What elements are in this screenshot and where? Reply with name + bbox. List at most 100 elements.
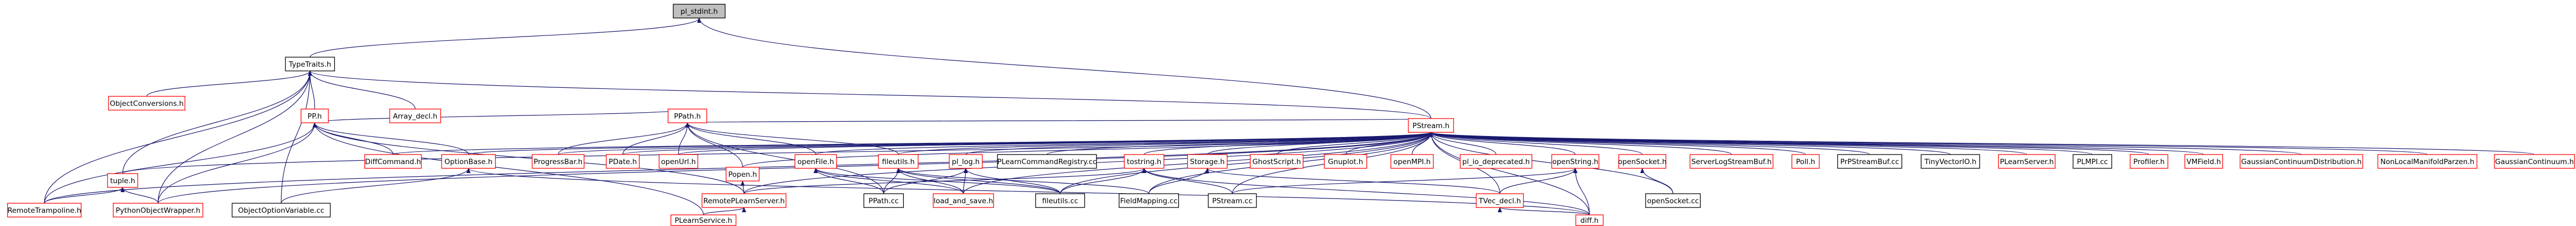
node-label: pl_io_deprecated.h (1462, 158, 1530, 166)
node-label: PStream.cc (1212, 197, 1252, 205)
node-PLearnCommandRegistry[interactable]: PLearnCommandRegistry.cc (997, 154, 1097, 169)
node-Poll[interactable]: Poll.h (1791, 154, 1820, 169)
edge-ObjectOptionVariable-to-TypeTraits (281, 70, 312, 204)
node-box (1390, 154, 1434, 169)
node-label: pl_stdint.h (680, 7, 717, 16)
node-box (668, 109, 707, 123)
node-openString[interactable]: openString.h (1551, 154, 1600, 169)
node-label: openSocket.cc (1647, 197, 1699, 205)
edge-PPath-to-PP (312, 109, 688, 123)
edge-GaussianContinuum-to-PStream (1429, 132, 2535, 155)
node-NonLocalManifold[interactable]: NonLocalManifoldParzen.h (2377, 154, 2478, 169)
node-Profiler[interactable]: Profiler.h (2130, 154, 2168, 169)
node-label: PP.h (308, 112, 322, 121)
node-PPath_cc[interactable]: PPath.cc (863, 193, 904, 208)
node-PP[interactable]: PP.h (300, 109, 329, 123)
dependency-edges (44, 17, 2535, 215)
node-openSocket[interactable]: openSocket.h (1618, 154, 1667, 169)
node-label: tuple.h (110, 177, 135, 185)
node-ObjectOptionVariable[interactable]: ObjectOptionVariable.cc (231, 203, 331, 218)
node-GaussianDist[interactable]: GaussianContinuumDistribution.h (2239, 154, 2363, 169)
node-Array_decl[interactable]: Array_decl.h (389, 109, 441, 123)
node-label: openSocket.h (1618, 158, 1667, 166)
edge-RemotePLearnServer-to-Popen (740, 180, 745, 194)
node-PDate[interactable]: PDate.h (606, 154, 640, 169)
edge-PStream-to-TypeTraits (308, 70, 1432, 119)
node-GhostScript[interactable]: GhostScript.h (1250, 154, 1304, 169)
node-TinyVector[interactable]: TinyVectorIO.h (1920, 154, 1980, 169)
node-load_and_save[interactable]: load_and_save.h (932, 193, 994, 208)
node-box (1575, 214, 1604, 226)
node-label: openMPI.h (1394, 158, 1431, 166)
node-box (1791, 154, 1820, 169)
node-FieldMapping[interactable]: FieldMapping.cc (1118, 193, 1179, 208)
node-box (1837, 154, 1902, 169)
node-label: tostring.h (1127, 158, 1161, 166)
node-diff[interactable]: diff.h (1575, 214, 1604, 226)
edge-TVec_decl-to-openString (1499, 168, 1578, 194)
node-label: openUrl.h (661, 158, 696, 166)
node-fileutils_cc[interactable]: fileutils.cc (1035, 193, 1085, 208)
node-ServerLogStreamBuf[interactable]: ServerLogStreamBuf.h (1690, 154, 1774, 169)
node-TypeTraits[interactable]: TypeTraits.h (285, 57, 335, 71)
node-DiffCommand[interactable]: DiffCommand.h (364, 154, 422, 169)
edge-Poll-to-PStream (1429, 132, 1806, 155)
node-box (1551, 154, 1600, 169)
node-openUrl[interactable]: openUrl.h (659, 154, 698, 169)
edge-pl_log-to-PStream (965, 132, 1433, 155)
edge-PythonObjectWrapper-to-TypeTraits (157, 70, 312, 204)
edge-PPath_cc-to-fileutils (883, 168, 901, 194)
edge-diff-to-tostring (1142, 168, 1590, 215)
node-pl_stdint[interactable]: pl_stdint.h (672, 4, 726, 19)
node-fileutils[interactable]: fileutils.h (878, 154, 919, 169)
node-box (932, 193, 994, 208)
node-GaussianContinuum[interactable]: GaussianContinuum.h (2494, 154, 2575, 169)
node-box (863, 193, 904, 208)
node-box (606, 154, 640, 169)
edge-RemoteTrampoline-to-TypeTraits (44, 70, 312, 204)
edge-PStream_cc-to-openString (1232, 168, 1577, 194)
node-RemotePLearnServer[interactable]: RemotePLearnServer.h (702, 193, 787, 208)
node-Storage[interactable]: Storage.h (1187, 154, 1228, 169)
edge-openFile-to-PPath (685, 122, 816, 155)
node-ObjectConversions[interactable]: ObjectConversions.h (108, 96, 185, 111)
node-PrPStreamBuf[interactable]: PrPStreamBuf.cc (1837, 154, 1902, 169)
node-pl_io_deprecated[interactable]: pl_io_deprecated.h (1460, 154, 1532, 169)
node-pl_log[interactable]: pl_log.h (949, 154, 983, 169)
node-PLearnServer[interactable]: PLearnServer.h (1998, 154, 2056, 169)
node-PPath[interactable]: PPath.h (668, 109, 707, 123)
node-VMField[interactable]: VMField.h (2184, 154, 2223, 169)
node-PStream_cc[interactable]: PStream.cc (1208, 193, 1257, 208)
node-PythonObjectWrapper[interactable]: PythonObjectWrapper.h (113, 203, 203, 218)
edge-TVec_decl-to-Storage (1205, 168, 1501, 194)
node-box (107, 173, 138, 188)
node-PStream[interactable]: PStream.h (1408, 118, 1454, 133)
node-label: FieldMapping.cc (1120, 197, 1178, 205)
node-OptionBase[interactable]: OptionBase.h (441, 154, 496, 169)
node-box (1408, 118, 1454, 133)
node-ProgressBar[interactable]: ProgressBar.h (532, 154, 585, 169)
node-Gnuplot[interactable]: Gnuplot.h (1324, 154, 1367, 169)
node-RemoteTrampoline[interactable]: RemoteTrampoline.h (7, 203, 82, 218)
node-tostring[interactable]: tostring.h (1124, 154, 1164, 169)
node-TVec_decl[interactable]: TVec_decl.h (1476, 193, 1524, 208)
node-openSocket_cc[interactable]: openSocket.cc (1645, 193, 1701, 208)
edge-diff-to-PStream (1429, 132, 1590, 215)
node-box (1124, 154, 1164, 169)
node-Popen[interactable]: Popen.h (725, 167, 760, 182)
node-openMPI[interactable]: openMPI.h (1390, 154, 1434, 169)
node-label: load_and_save.h (934, 197, 993, 205)
node-PLearnService[interactable]: PLearnService.h (670, 214, 737, 226)
node-openFile[interactable]: openFile.h (794, 154, 837, 169)
node-box (1690, 154, 1774, 169)
node-label: PPath.h (674, 112, 701, 121)
node-tuple[interactable]: tuple.h (107, 173, 138, 188)
node-box (389, 109, 441, 123)
node-PLMPI[interactable]: PLMPI.cc (2072, 154, 2112, 169)
edge-load_and_save-to-openFile (813, 168, 964, 194)
edge-load_and_save-to-fileutils (896, 168, 964, 194)
edge-PStream-to-pl_stdint (697, 17, 1432, 119)
edge-openUrl-to-PStream (678, 132, 1433, 155)
node-box (113, 203, 203, 218)
